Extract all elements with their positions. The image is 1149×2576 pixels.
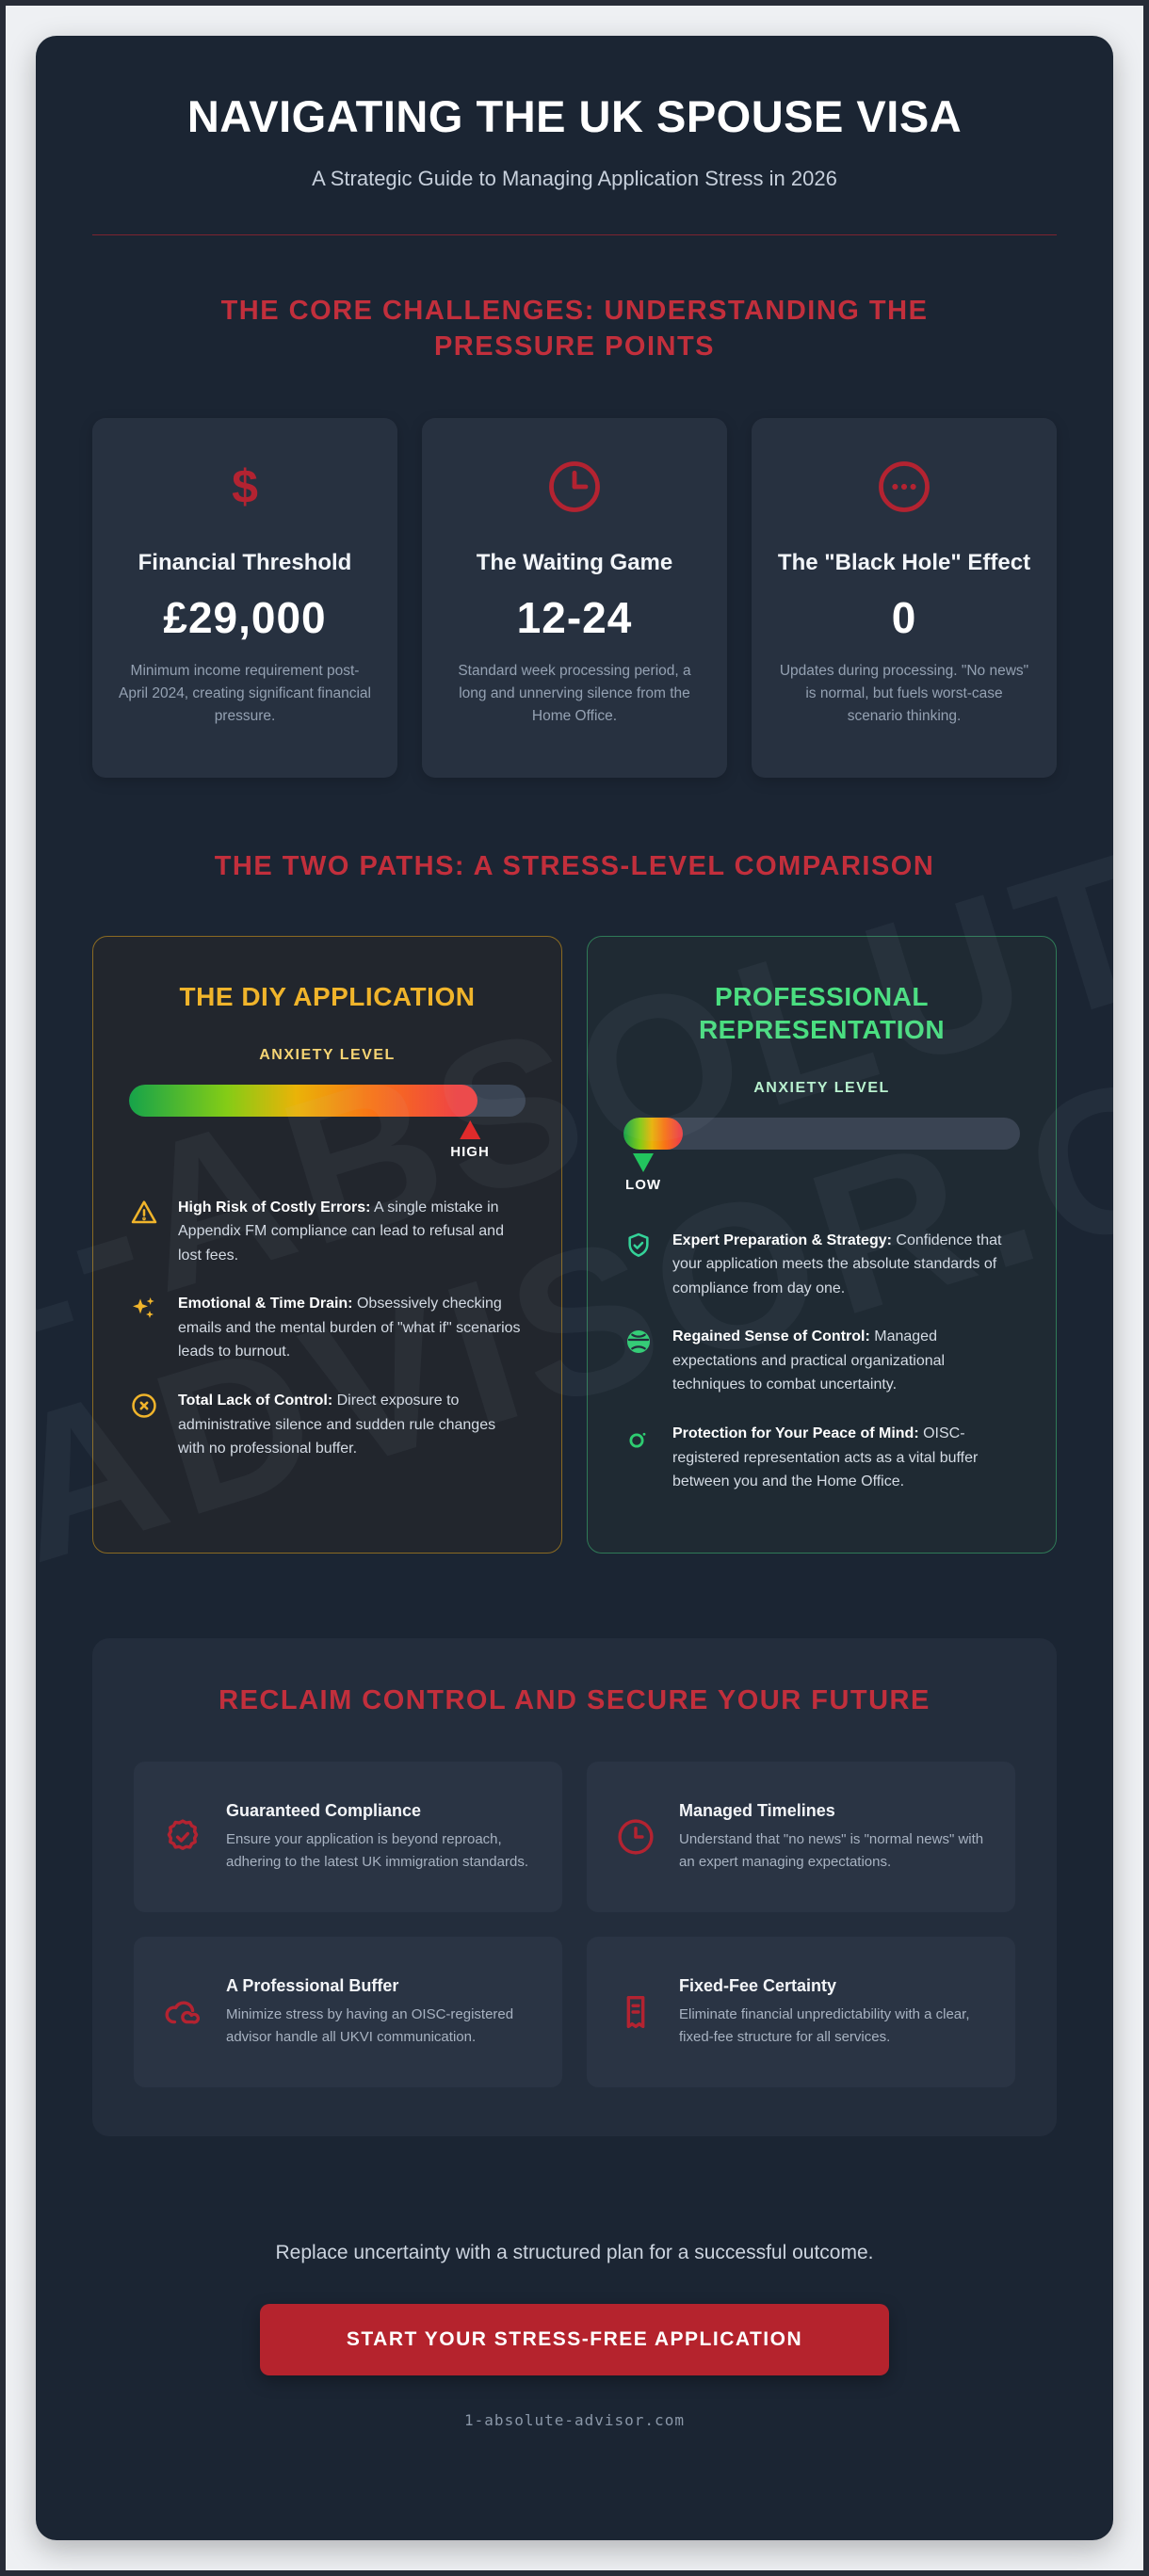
- page-title: NAVIGATING THE UK SPOUSE VISA: [186, 91, 963, 141]
- pro-anxiety-label: ANXIETY LEVEL: [753, 1079, 890, 1096]
- challenge-title: The "Black Hole" Effect: [777, 549, 1031, 575]
- challenge-value: 0: [891, 593, 917, 643]
- globe-head-icon: [623, 1325, 655, 1397]
- challenge-card-financial: $ Financial Threshold £29,000 Minimum in…: [92, 417, 397, 778]
- sparkles-icon: [129, 1292, 161, 1364]
- challenge-title: Financial Threshold: [138, 549, 352, 575]
- ellipsis-circle-icon: [776, 450, 1032, 523]
- paths-heading: THE TWO PATHS: A STRESS-LEVEL COMPARISON: [214, 850, 935, 881]
- clock-icon: [613, 1815, 658, 1859]
- list-item: Protection for Your Peace of Mind: OISC-…: [623, 1422, 1020, 1494]
- challenge-card-blackhole: The "Black Hole" Effect 0 Updates during…: [752, 417, 1057, 778]
- list-item: Total Lack of Control: Direct exposure t…: [129, 1389, 526, 1461]
- challenges-heading: THE CORE CHALLENGES: UNDERSTANDING THE P…: [220, 296, 929, 362]
- reclaim-section: RECLAIM CONTROL AND SECURE YOUR FUTURE G…: [92, 1637, 1057, 2137]
- website-domain: 1-absolute-advisor.com: [464, 2411, 685, 2430]
- badge-check-icon: [160, 1815, 205, 1859]
- dollar-icon: $: [232, 459, 258, 513]
- pro-path-card: PROFESSIONAL REPRESENTATION ANXIETY LEVE…: [587, 935, 1057, 1554]
- diy-anxiety-bar: [129, 1084, 526, 1117]
- circle-x-icon: [129, 1389, 161, 1461]
- pro-title: PROFESSIONAL REPRESENTATION: [698, 981, 946, 1044]
- challenge-title: The Waiting Game: [476, 549, 673, 575]
- challenge-value: £29,000: [163, 593, 327, 643]
- challenge-cards-row: $ Financial Threshold £29,000 Minimum in…: [92, 417, 1057, 778]
- challenge-card-waiting: The Waiting Game 12-24 Standard week pro…: [422, 417, 727, 778]
- challenge-desc: Standard week processing period, a long …: [458, 663, 691, 725]
- diy-bullet-list: High Risk of Costly Errors: A single mis…: [129, 1196, 526, 1461]
- diy-high-marker: HIGH: [450, 1117, 490, 1160]
- paths-comparison-row: THE DIY APPLICATION ANXIETY LEVEL HIGH: [92, 935, 1057, 1554]
- challenge-value: 12-24: [516, 593, 633, 643]
- reclaim-tile-buffer: A Professional Buffer Minimize stress by…: [134, 1937, 562, 2088]
- triangle-down-icon: [633, 1152, 655, 1172]
- page-subtitle: A Strategic Guide to Managing Applicatio…: [312, 167, 837, 191]
- pro-low-marker: LOW: [625, 1150, 661, 1193]
- reclaim-tile-compliance: Guaranteed Compliance Ensure your applic…: [134, 1762, 562, 1913]
- diy-anxiety-fill: [129, 1084, 478, 1117]
- shield-check-icon: [623, 1229, 655, 1301]
- triangle-up-icon: [460, 1119, 481, 1139]
- reclaim-grid: Guaranteed Compliance Ensure your applic…: [134, 1762, 1015, 2088]
- challenge-desc: Minimum income requirement post-April 20…: [119, 663, 371, 725]
- list-item: Expert Preparation & Strategy: Confidenc…: [623, 1229, 1020, 1301]
- reclaim-tile-fixedfee: Fixed-Fee Certainty Eliminate financial …: [587, 1937, 1015, 2088]
- diy-marker-row: HIGH: [129, 1117, 526, 1171]
- pro-anxiety-fill: [623, 1117, 684, 1150]
- challenge-desc: Updates during processing. "No news" is …: [779, 663, 1029, 725]
- list-item: Emotional & Time Drain: Obsessively chec…: [129, 1292, 526, 1364]
- receipt-icon: [613, 1990, 658, 2034]
- diy-title: THE DIY APPLICATION: [179, 981, 476, 1011]
- diy-anxiety-label: ANXIETY LEVEL: [259, 1046, 396, 1063]
- diy-path-card: THE DIY APPLICATION ANXIETY LEVEL HIGH: [92, 935, 562, 1554]
- infographic-poster: 1-ABSOLUTE- ADVISOR.COM NAVIGATING THE U…: [36, 36, 1113, 2540]
- reclaim-heading: RECLAIM CONTROL AND SECURE YOUR FUTURE: [218, 1684, 931, 1715]
- list-item: High Risk of Costly Errors: A single mis…: [129, 1196, 526, 1268]
- ring-icon: [623, 1422, 655, 1494]
- start-application-button[interactable]: START YOUR STRESS-FREE APPLICATION: [259, 2304, 890, 2376]
- header-divider: [92, 234, 1057, 236]
- cloud-icon: [160, 1990, 205, 2034]
- pro-anxiety-bar: [623, 1117, 1020, 1150]
- clock-icon: [446, 450, 703, 523]
- reclaim-tile-timelines: Managed Timelines Understand that "no ne…: [587, 1762, 1015, 1913]
- pro-marker-row: LOW: [623, 1150, 1020, 1204]
- warning-triangle-icon: [129, 1196, 161, 1268]
- closing-line: Replace uncertainty with a structured pl…: [275, 2242, 874, 2264]
- list-item: Regained Sense of Control: Managed expec…: [623, 1325, 1020, 1397]
- pro-bullet-list: Expert Preparation & Strategy: Confidenc…: [623, 1229, 1020, 1494]
